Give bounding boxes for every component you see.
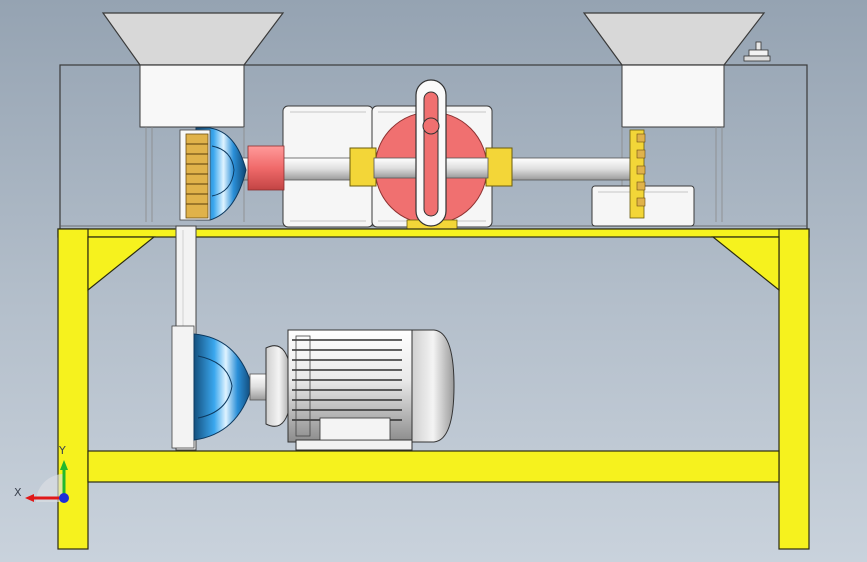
- brush-left: [179, 129, 211, 221]
- axis-y-label: Y: [59, 444, 66, 457]
- axis-triad: [25, 460, 69, 503]
- vent-fitting: [743, 41, 771, 62]
- brush-right: [629, 129, 646, 219]
- electric-motor: [265, 329, 455, 451]
- support-frame: [57, 228, 810, 550]
- axis-x-label: X: [14, 486, 22, 499]
- motor-pulley: [171, 325, 267, 449]
- connecting-rod: [415, 79, 447, 227]
- hopper-left: [101, 12, 285, 128]
- hopper-right: [582, 12, 766, 128]
- shaft-coupling-red: [247, 145, 285, 191]
